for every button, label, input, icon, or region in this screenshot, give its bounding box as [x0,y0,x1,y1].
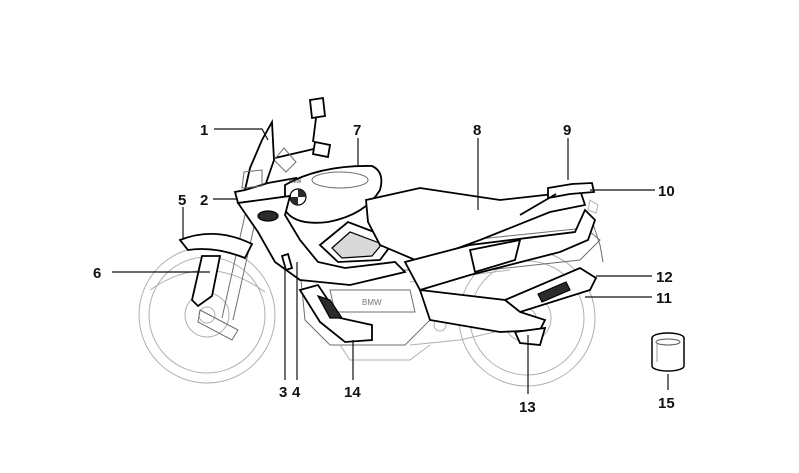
mirror [309,96,326,143]
callout-6: 6 [93,265,101,282]
leader-1 [214,128,269,141]
chain-guard-part [513,326,547,346]
swingarm-part [418,288,547,333]
handlebar [273,140,332,173]
leader-lines [112,128,669,394]
callout-4: 4 [292,384,301,401]
callout-labels: 1 2 3 4 5 6 7 8 9 10 11 12 13 14 15 [93,122,675,416]
callout-11: 11 [656,290,672,307]
callout-9: 9 [563,122,571,139]
callout-8: 8 [473,122,481,139]
callout-2: 2 [200,192,208,209]
callout-1: 1 [200,122,208,139]
rear-reflector-part [468,238,522,274]
front-fork [197,214,257,341]
callout-15: 15 [658,395,675,412]
fuel-tank-part [284,165,383,224]
engine-cover-logo: BMW [362,298,382,307]
front-mudguard-part [178,232,254,260]
side-fairing-part [236,194,407,286]
callout-13: 13 [519,399,536,416]
callout-7: 7 [353,122,361,139]
tank-logo-text: BMW [289,179,302,185]
oil-filter-part [651,332,685,372]
windscreen-part [243,118,275,192]
seat-part [365,187,587,263]
callout-3: 3 [279,384,287,401]
callout-12: 12 [656,269,673,286]
highlighted-parts: BMW [178,118,685,372]
callout-10: 10 [658,183,675,200]
callout-14: 14 [344,384,361,401]
callout-5: 5 [178,192,186,209]
front-fork-guard-part [191,255,222,308]
